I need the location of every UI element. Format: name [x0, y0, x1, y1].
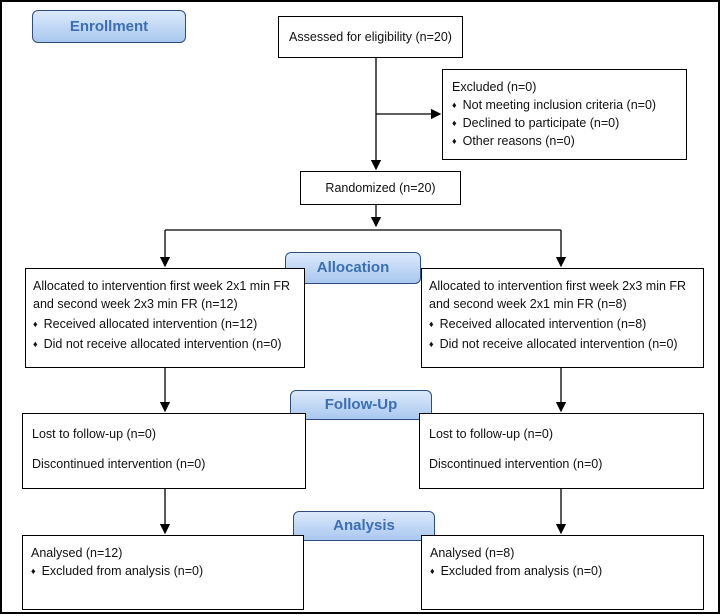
- randomized-text: Randomized (n=20): [325, 181, 436, 195]
- allocation-left-box: Allocated to intervention first week 2x1…: [25, 268, 305, 368]
- excluded-item: Other reasons (n=0): [452, 132, 686, 150]
- followup-right-box: Lost to follow-up (n=0) Discontinued int…: [419, 413, 704, 489]
- allocation-right-line: and second week 2x1 min FR (n=8): [429, 297, 627, 311]
- excluded-box: Excluded (n=0) Not meeting inclusion cri…: [442, 69, 687, 160]
- analysis-right-item: Excluded from analysis (n=0): [430, 562, 703, 580]
- excluded-item: Declined to participate (n=0): [452, 114, 686, 132]
- followup-left-box: Lost to follow-up (n=0) Discontinued int…: [22, 413, 306, 489]
- assessed-text: Assessed for eligibility (n=20): [289, 30, 452, 44]
- allocation-left-item: Did not receive allocated intervention (…: [33, 335, 304, 353]
- stage-follow-up: Follow-Up: [290, 390, 432, 420]
- allocation-left-line: Allocated to intervention first week 2x1…: [33, 279, 291, 293]
- randomized-box: Randomized (n=20): [300, 171, 461, 205]
- assessed-box: Assessed for eligibility (n=20): [278, 16, 463, 58]
- analysis-right-title: Analysed (n=8): [430, 546, 515, 560]
- excluded-item: Not meeting inclusion criteria (n=0): [452, 96, 686, 114]
- followup-right-lost: Lost to follow-up (n=0): [429, 427, 554, 441]
- stage-allocation: Allocation: [285, 252, 421, 284]
- followup-right-discontinued: Discontinued intervention (n=0): [429, 457, 603, 471]
- followup-left-lost: Lost to follow-up (n=0): [32, 427, 157, 441]
- allocation-right-box: Allocated to intervention first week 2x3…: [421, 268, 704, 368]
- analysis-left-item: Excluded from analysis (n=0): [31, 562, 303, 580]
- excluded-title: Excluded (n=0): [452, 80, 537, 94]
- analysis-left-title: Analysed (n=12): [31, 546, 123, 560]
- analysis-right-box: Analysed (n=8) Excluded from analysis (n…: [421, 535, 704, 610]
- followup-left-discontinued: Discontinued intervention (n=0): [32, 457, 206, 471]
- analysis-left-box: Analysed (n=12) Excluded from analysis (…: [22, 535, 304, 610]
- allocation-left-item: Received allocated intervention (n=12): [33, 315, 304, 333]
- allocation-right-item: Did not receive allocated intervention (…: [429, 335, 703, 353]
- stage-analysis: Analysis: [293, 511, 435, 541]
- stage-enrollment: Enrollment: [32, 10, 186, 43]
- allocation-right-line: Allocated to intervention first week 2x3…: [429, 279, 687, 293]
- allocation-right-item: Received allocated intervention (n=8): [429, 315, 703, 333]
- allocation-left-line: and second week 2x3 min FR (n=12): [33, 297, 238, 311]
